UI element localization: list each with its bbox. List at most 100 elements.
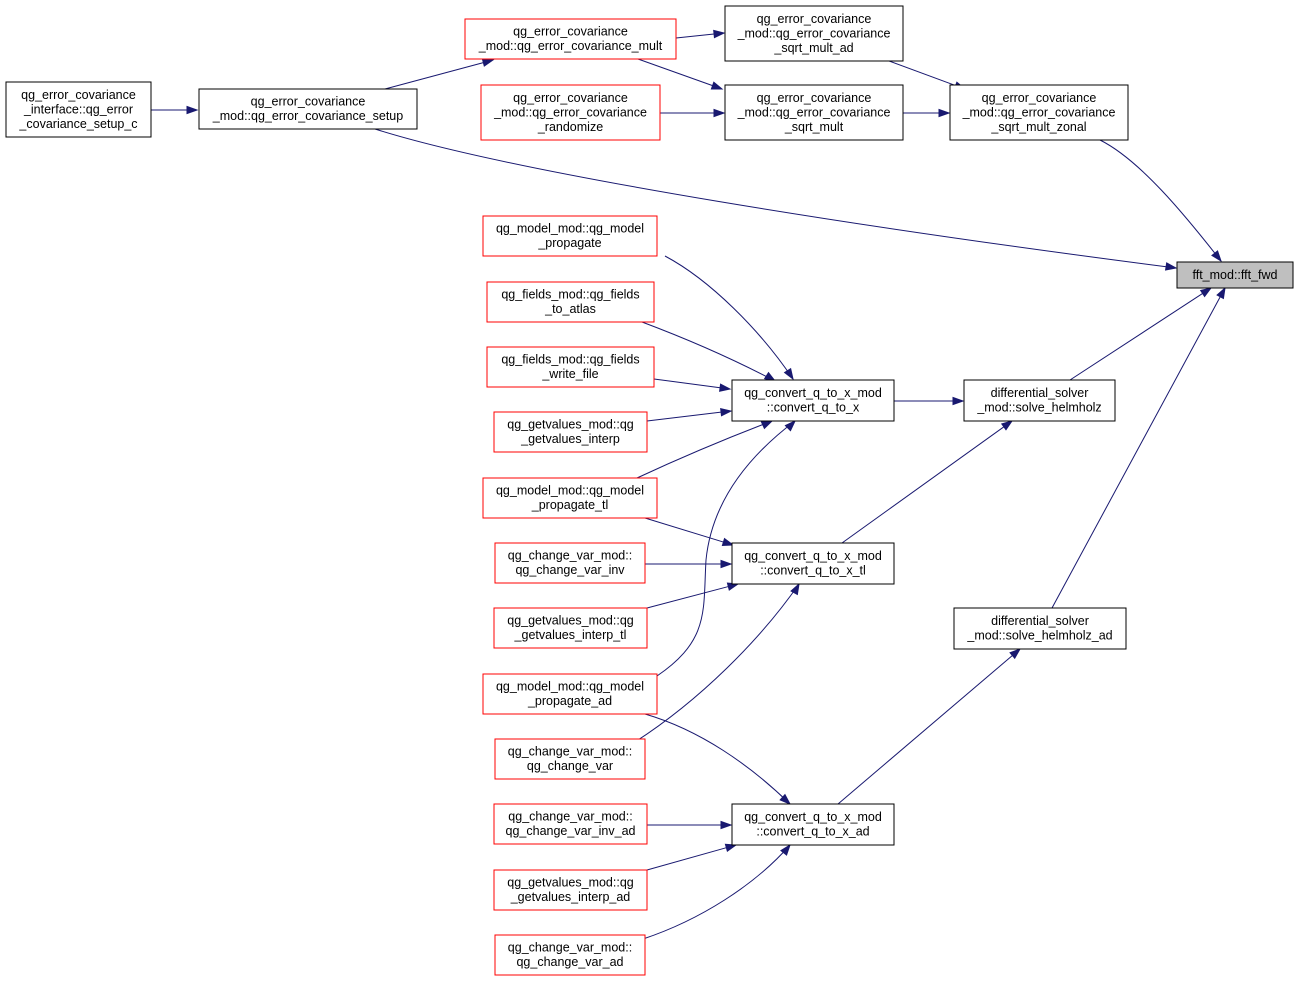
node-label-line: differential_solver (991, 614, 1089, 628)
node-label-line: qg_getvalues_mod::qg (507, 418, 634, 432)
node-box (963, 379, 1116, 422)
node-label-line: _propagate (537, 236, 601, 250)
node-fields-write-file[interactable]: qg_fields_mod::qg_fields_write_file (486, 346, 655, 388)
node-label-line: _to_atlas (544, 302, 596, 316)
node-box (1176, 261, 1294, 289)
edge-model_propagate_tl-to-convert_q_to_x_tl (644, 517, 735, 547)
node-convert-q-to-x-tl[interactable]: qg_convert_q_to_x_mod::convert_q_to_x_tl (731, 542, 895, 585)
edge-getvalues_interp_ad-to-convert_q_to_x_ad (646, 843, 738, 871)
node-box (731, 379, 895, 422)
edge-setup_c-to-setup (151, 105, 199, 115)
node-box (480, 84, 661, 141)
node-label-line: qg_error_covariance (513, 91, 628, 105)
node-box (482, 215, 658, 257)
node-label-line: qg_convert_q_to_x_mod (744, 810, 882, 824)
node-label-line: _getvalues_interp_tl (514, 628, 627, 642)
node-change-var[interactable]: qg_change_var_mod::qg_change_var (494, 738, 646, 780)
node-box (493, 607, 648, 649)
node-label-line: _sqrt_mult_zonal (990, 120, 1086, 134)
edge-model_propagate_ad-to-convert_q_to_x_ad (644, 713, 792, 805)
edge-model_propagate_tl-to-convert_q_to_x (636, 420, 774, 479)
edge-convert_q_to_x_tl-to-solve_helmholz (841, 420, 1014, 544)
node-label-line: _propagate_ad (527, 694, 612, 708)
node-label-line: _getvalues_interp_ad (510, 890, 631, 904)
edge-model_propagate-to-convert_q_to_x (664, 255, 794, 381)
node-label-line: qg_change_var_inv (515, 563, 625, 577)
node-label-line: qg_model_mod::qg_model (496, 484, 644, 498)
node-mult[interactable]: qg_error_covariance_mod::qg_error_covari… (464, 18, 677, 60)
node-box (482, 673, 658, 715)
edge-setup-to-fft_fwd (374, 128, 1178, 271)
node-getvalues-interp-ad[interactable]: qg_getvalues_mod::qg_getvalues_interp_ad (493, 869, 648, 911)
edge-fields_write_file-to-convert_q_to_x (653, 378, 732, 392)
edge-getvalues_interp_tl-to-convert_q_to_x_tl (646, 582, 740, 609)
node-fft-fwd[interactable]: fft_mod::fft_fwd (1176, 261, 1294, 289)
node-box (494, 542, 646, 584)
node-box (198, 88, 418, 130)
node-model-propagate[interactable]: qg_model_mod::qg_model_propagate (482, 215, 658, 257)
node-label-line: qg_convert_q_to_x_mod (744, 386, 882, 400)
node-label-line: _mod::qg_error_covariance (962, 105, 1116, 119)
node-label-line: qg_model_mod::qg_model (496, 680, 644, 694)
node-label-line: _sqrt_mult_ad (773, 41, 853, 55)
edge-setup-to-mult (384, 58, 495, 90)
node-label-line: _mod::solve_helmholz_ad (966, 629, 1112, 643)
node-label-line: qg_error_covariance (513, 25, 628, 39)
edge-convert_q_to_x_ad-to-solve_helmholz_ad (837, 648, 1022, 805)
node-layer: qg_error_covariance_interface::qg_error_… (5, 5, 1294, 976)
edge-sqrt_mult-to-sqrt_mult_zonal (903, 108, 951, 118)
node-label-line: ::convert_q_to_x_ad (756, 825, 869, 839)
edge-mult-to-sqrt_mult (637, 58, 724, 90)
edge-change_var-to-convert_q_to_x_tl (634, 582, 800, 743)
node-label-line: qg_change_var_mod:: (508, 810, 632, 824)
node-box (949, 84, 1129, 141)
node-solve-helmholz[interactable]: differential_solver_mod::solve_helmholz (963, 379, 1116, 422)
node-box (494, 738, 646, 780)
node-box (464, 18, 677, 60)
node-label-line: _mod::solve_helmholz (976, 401, 1101, 415)
node-convert-q-to-x-ad[interactable]: qg_convert_q_to_x_mod::convert_q_to_x_ad (731, 803, 895, 846)
edge-mult-to-sqrt_mult_ad (675, 29, 726, 39)
node-label-line: _mod::qg_error_covariance (493, 105, 647, 119)
node-label-line: _interface::qg_error (23, 102, 133, 116)
node-solve-helmholz-ad[interactable]: differential_solver_mod::solve_helmholz_… (953, 607, 1127, 650)
node-box (724, 84, 904, 141)
node-label-line: qg_change_var_mod:: (508, 941, 632, 955)
node-box (5, 81, 152, 138)
node-label-line: _mod::qg_error_covariance (737, 26, 891, 40)
node-box (494, 934, 646, 976)
node-model-propagate-tl[interactable]: qg_model_mod::qg_model_propagate_tl (482, 477, 658, 519)
node-label-line: qg_model_mod::qg_model (496, 222, 644, 236)
node-label-line: qg_error_covariance (21, 88, 136, 102)
node-model-propagate-ad[interactable]: qg_model_mod::qg_model_propagate_ad (482, 673, 658, 715)
node-getvalues-interp[interactable]: qg_getvalues_mod::qg_getvalues_interp (493, 411, 648, 453)
edge-change_var_inv_ad-to-convert_q_to_x_ad (647, 820, 733, 830)
node-change-var-ad[interactable]: qg_change_var_mod::qg_change_var_ad (494, 934, 646, 976)
edge-convert_q_to_x-to-solve_helmholz (894, 396, 965, 406)
node-label-line: qg_error_covariance (757, 12, 872, 26)
node-label-line: _covariance_setup_c (18, 117, 137, 131)
node-label-line: _write_file (541, 367, 598, 381)
node-getvalues-interp-tl[interactable]: qg_getvalues_mod::qg_getvalues_interp_tl (493, 607, 648, 649)
node-label-line: _sqrt_mult (784, 120, 844, 134)
edge-change_var_inv-to-convert_q_to_x_tl (645, 559, 733, 569)
node-label-line: qg_change_var_mod:: (508, 549, 632, 563)
node-setup-c[interactable]: qg_error_covariance_interface::qg_error_… (5, 81, 152, 138)
node-change-var-inv-ad[interactable]: qg_change_var_mod::qg_change_var_inv_ad (493, 803, 648, 845)
node-convert-q-to-x[interactable]: qg_convert_q_to_x_mod::convert_q_to_x (731, 379, 895, 422)
node-box (953, 607, 1127, 650)
node-sqrt-mult-zonal[interactable]: qg_error_covariance_mod::qg_error_covari… (949, 84, 1129, 141)
node-label-line: _propagate_tl (531, 498, 608, 512)
node-change-var-inv[interactable]: qg_change_var_mod::qg_change_var_inv (494, 542, 646, 584)
node-sqrt-mult-ad[interactable]: qg_error_covariance_mod::qg_error_covari… (724, 5, 904, 62)
node-setup[interactable]: qg_error_covariance_mod::qg_error_covari… (198, 88, 418, 130)
edge-getvalues_interp-to-convert_q_to_x (646, 407, 733, 422)
node-sqrt-mult[interactable]: qg_error_covariance_mod::qg_error_covari… (724, 84, 904, 141)
node-box (493, 869, 648, 911)
node-label-line: qg_fields_mod::qg_fields (501, 353, 639, 367)
edge-change_var_ad-to-convert_q_to_x_ad (642, 843, 791, 940)
node-label-line: qg_error_covariance (251, 95, 366, 109)
node-box (493, 411, 648, 453)
node-randomize[interactable]: qg_error_covariance_mod::qg_error_covari… (480, 84, 661, 141)
node-fields-to-atlas[interactable]: qg_fields_mod::qg_fields_to_atlas (486, 281, 655, 323)
